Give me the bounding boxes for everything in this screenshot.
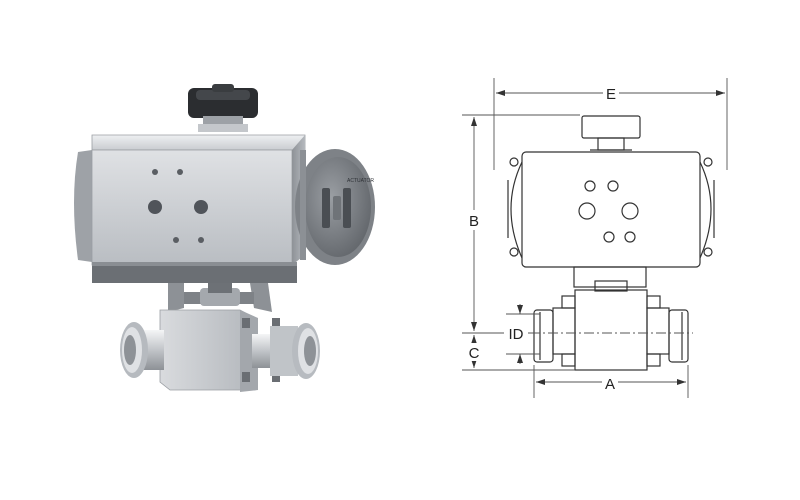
drawing-valve-body: [552, 289, 670, 371]
endcap-text: ACTUATOR: [347, 178, 374, 184]
drawing-hole: [578, 202, 596, 220]
drawing-bolt: [703, 247, 713, 257]
drawing-ferrules: [533, 309, 689, 363]
left-ferrule: [120, 322, 164, 378]
drawing-bolt: [509, 157, 519, 167]
mounting-bracket: [168, 283, 272, 312]
actuator-housing: ACTUATOR: [74, 134, 375, 283]
actuator-endcap: ACTUATOR: [295, 149, 375, 265]
technical-drawing: [507, 115, 715, 371]
drawing-actuator: [507, 151, 715, 268]
mount-hole: [194, 200, 208, 214]
mount-hole: [173, 237, 179, 243]
dimension-labels: E B ID C A: [466, 84, 619, 393]
drawing-hole: [584, 180, 596, 192]
dimension-label-id: ID: [509, 326, 524, 343]
mount-hole: [152, 169, 158, 175]
valve-body: [159, 309, 280, 392]
drawing-bolt: [509, 247, 519, 257]
drawing-bracket: [573, 266, 647, 292]
indicator-knob: [188, 84, 258, 132]
drawing-hole: [607, 180, 619, 192]
mount-hole: [198, 237, 204, 243]
dimension-label-c: C: [469, 345, 480, 362]
dimension-label-b: B: [469, 213, 479, 230]
valve-photo: ACTUATOR: [74, 84, 375, 392]
right-ferrule: [252, 323, 320, 379]
drawing-indicator: [581, 115, 641, 151]
dimension-lines: [462, 78, 728, 398]
dimension-label-a: A: [605, 376, 615, 393]
drawing-bolt: [703, 157, 713, 167]
drawing-hole: [624, 231, 636, 243]
drawing-hole: [603, 231, 615, 243]
mount-hole: [177, 169, 183, 175]
dimension-arrows: [471, 90, 725, 385]
drawing-hole: [621, 202, 639, 220]
mount-hole: [148, 200, 162, 214]
dimension-label-e: E: [606, 86, 616, 103]
